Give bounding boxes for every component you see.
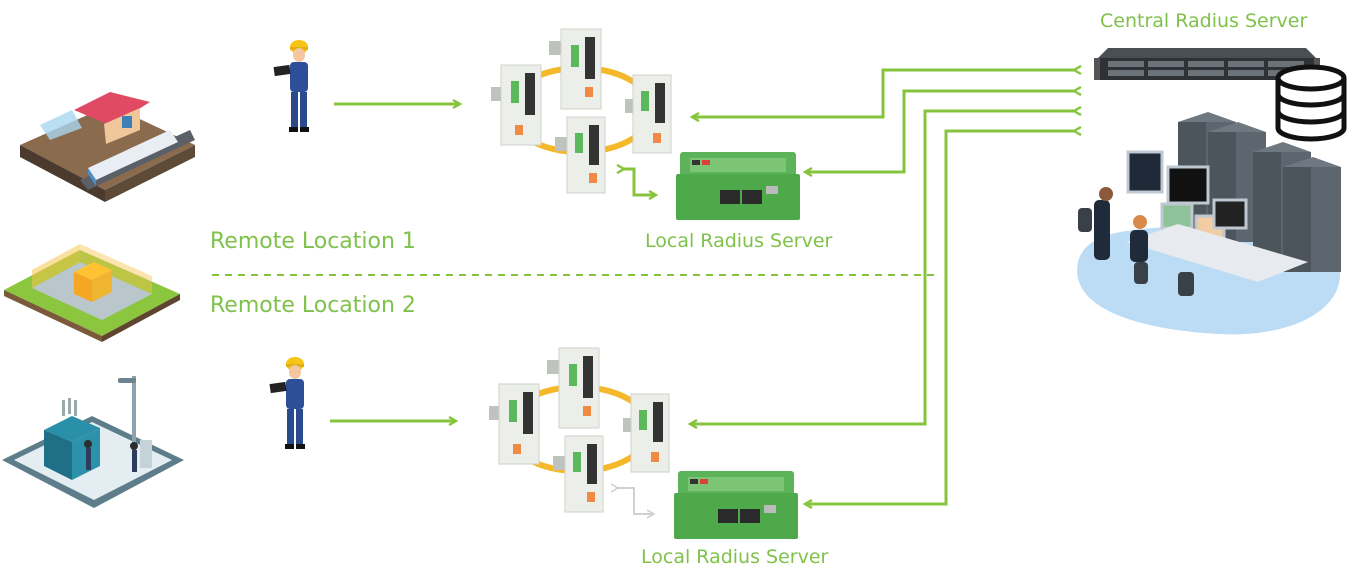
database-icon — [1275, 64, 1347, 142]
remote-location-2-label: Remote Location 2 — [210, 293, 416, 318]
technician-1-icon — [273, 40, 309, 132]
control-room-illustration — [1077, 112, 1341, 335]
switch-device-right — [625, 74, 672, 154]
local-radius-server-1-label: Local Radius Server — [645, 230, 833, 252]
transformer-yard-illustration — [4, 244, 180, 342]
switch-device-left — [489, 383, 540, 465]
switch-device-bottom — [553, 435, 604, 513]
substation-illustration — [2, 376, 184, 508]
monitors — [1126, 150, 1248, 240]
rack-server-icon — [1094, 48, 1320, 80]
ring1-local-link — [624, 169, 656, 195]
central-to-local2-link — [805, 131, 1074, 504]
local-radius-server-2-device — [674, 471, 798, 539]
switch-device-top — [547, 347, 600, 429]
local-radius-server-2-label: Local Radius Server — [641, 546, 829, 568]
central-radius-server-label: Central Radius Server — [1100, 10, 1308, 32]
switch-ring-1 — [491, 28, 672, 194]
switch-device-bottom — [555, 116, 606, 194]
switch-device-right — [623, 393, 670, 473]
remote-location-1-label: Remote Location 1 — [210, 229, 416, 254]
ring2-local-link — [610, 483, 656, 519]
local-radius-server-1-device — [676, 152, 800, 220]
switch-device-left — [491, 64, 542, 146]
train-station-illustration — [20, 92, 195, 202]
switch-ring-2 — [489, 347, 670, 513]
chairs — [1078, 208, 1194, 296]
operators — [1094, 187, 1148, 262]
technician-2-icon — [269, 357, 305, 449]
switch-device-top — [549, 28, 602, 110]
